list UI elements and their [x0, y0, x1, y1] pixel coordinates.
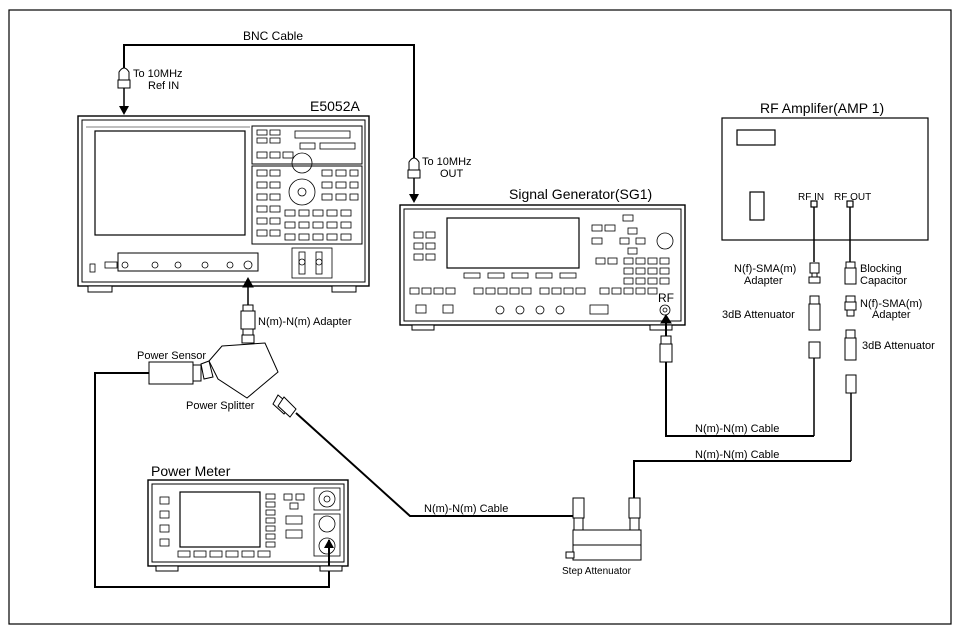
step-attenuator-label: Step Attenuator: [562, 566, 632, 577]
e5052a-instrument: [77, 115, 370, 293]
amp-output-chain: [844, 207, 857, 461]
rf-cables: [295, 316, 851, 517]
rf-amplifier-title: RF Amplifer(AMP 1): [760, 100, 884, 116]
power-meter-instrument: [147, 479, 349, 572]
blocking-capacitor-2: Capacitor: [860, 275, 907, 287]
diagram-frame: [8, 9, 952, 625]
sg-rf-cable-connector: [659, 314, 673, 363]
rf-out-label: RF OUT: [834, 192, 871, 203]
rf-output-label: RF: [658, 291, 674, 305]
cable-sg-label: N(m)-N(m) Cable: [695, 423, 779, 435]
nf-sma-adapter-right-2: Adapter: [872, 309, 911, 321]
ref-out-connector: [407, 157, 421, 203]
ref-in-connector: [117, 67, 131, 115]
attenuator-right-label: 3dB Attenuator: [862, 340, 935, 352]
power-splitter-label: Power Splitter: [186, 400, 255, 412]
bnc-cable-label: BNC Cable: [243, 29, 303, 43]
cable-amp-label: N(m)-N(m) Cable: [695, 449, 779, 461]
bnc-cable: [123, 44, 415, 158]
cable-splitter-label: N(m)-N(m) Cable: [424, 503, 508, 515]
sensor-input-arrow: [324, 539, 334, 548]
signal-generator-title: Signal Generator(SG1): [509, 186, 652, 202]
ref-out-label-2: OUT: [440, 168, 464, 180]
rf-in-label: RF IN: [798, 192, 824, 203]
e5052a-input-chain: [240, 276, 256, 336]
ref-out-label-1: To 10MHz: [422, 156, 472, 168]
power-splitter: [200, 334, 297, 418]
nf-sma-adapter-right-1: N(f)-SMA(m): [860, 298, 922, 310]
amp-input-chain: [808, 207, 821, 436]
blocking-capacitor-1: Blocking: [860, 263, 902, 275]
rf-amplifier-instrument: [721, 117, 929, 241]
e5052a-title: E5052A: [310, 98, 360, 114]
step-attenuator: [565, 497, 642, 561]
ref-in-label-1: To 10MHz: [133, 68, 183, 80]
ref-in-label-2: Ref IN: [148, 80, 179, 92]
nf-sma-adapter-left-2: Adapter: [744, 275, 783, 287]
signal-generator-instrument: [399, 204, 686, 331]
nm-nm-adapter-label: N(m)-N(m) Adapter: [258, 316, 352, 328]
nf-sma-adapter-left-1: N(f)-SMA(m): [734, 263, 796, 275]
attenuator-left-label: 3dB Attenuator: [722, 309, 795, 321]
power-sensor-label: Power Sensor: [137, 350, 206, 362]
power-meter-title: Power Meter: [151, 463, 231, 479]
power-sensor: [148, 361, 202, 385]
